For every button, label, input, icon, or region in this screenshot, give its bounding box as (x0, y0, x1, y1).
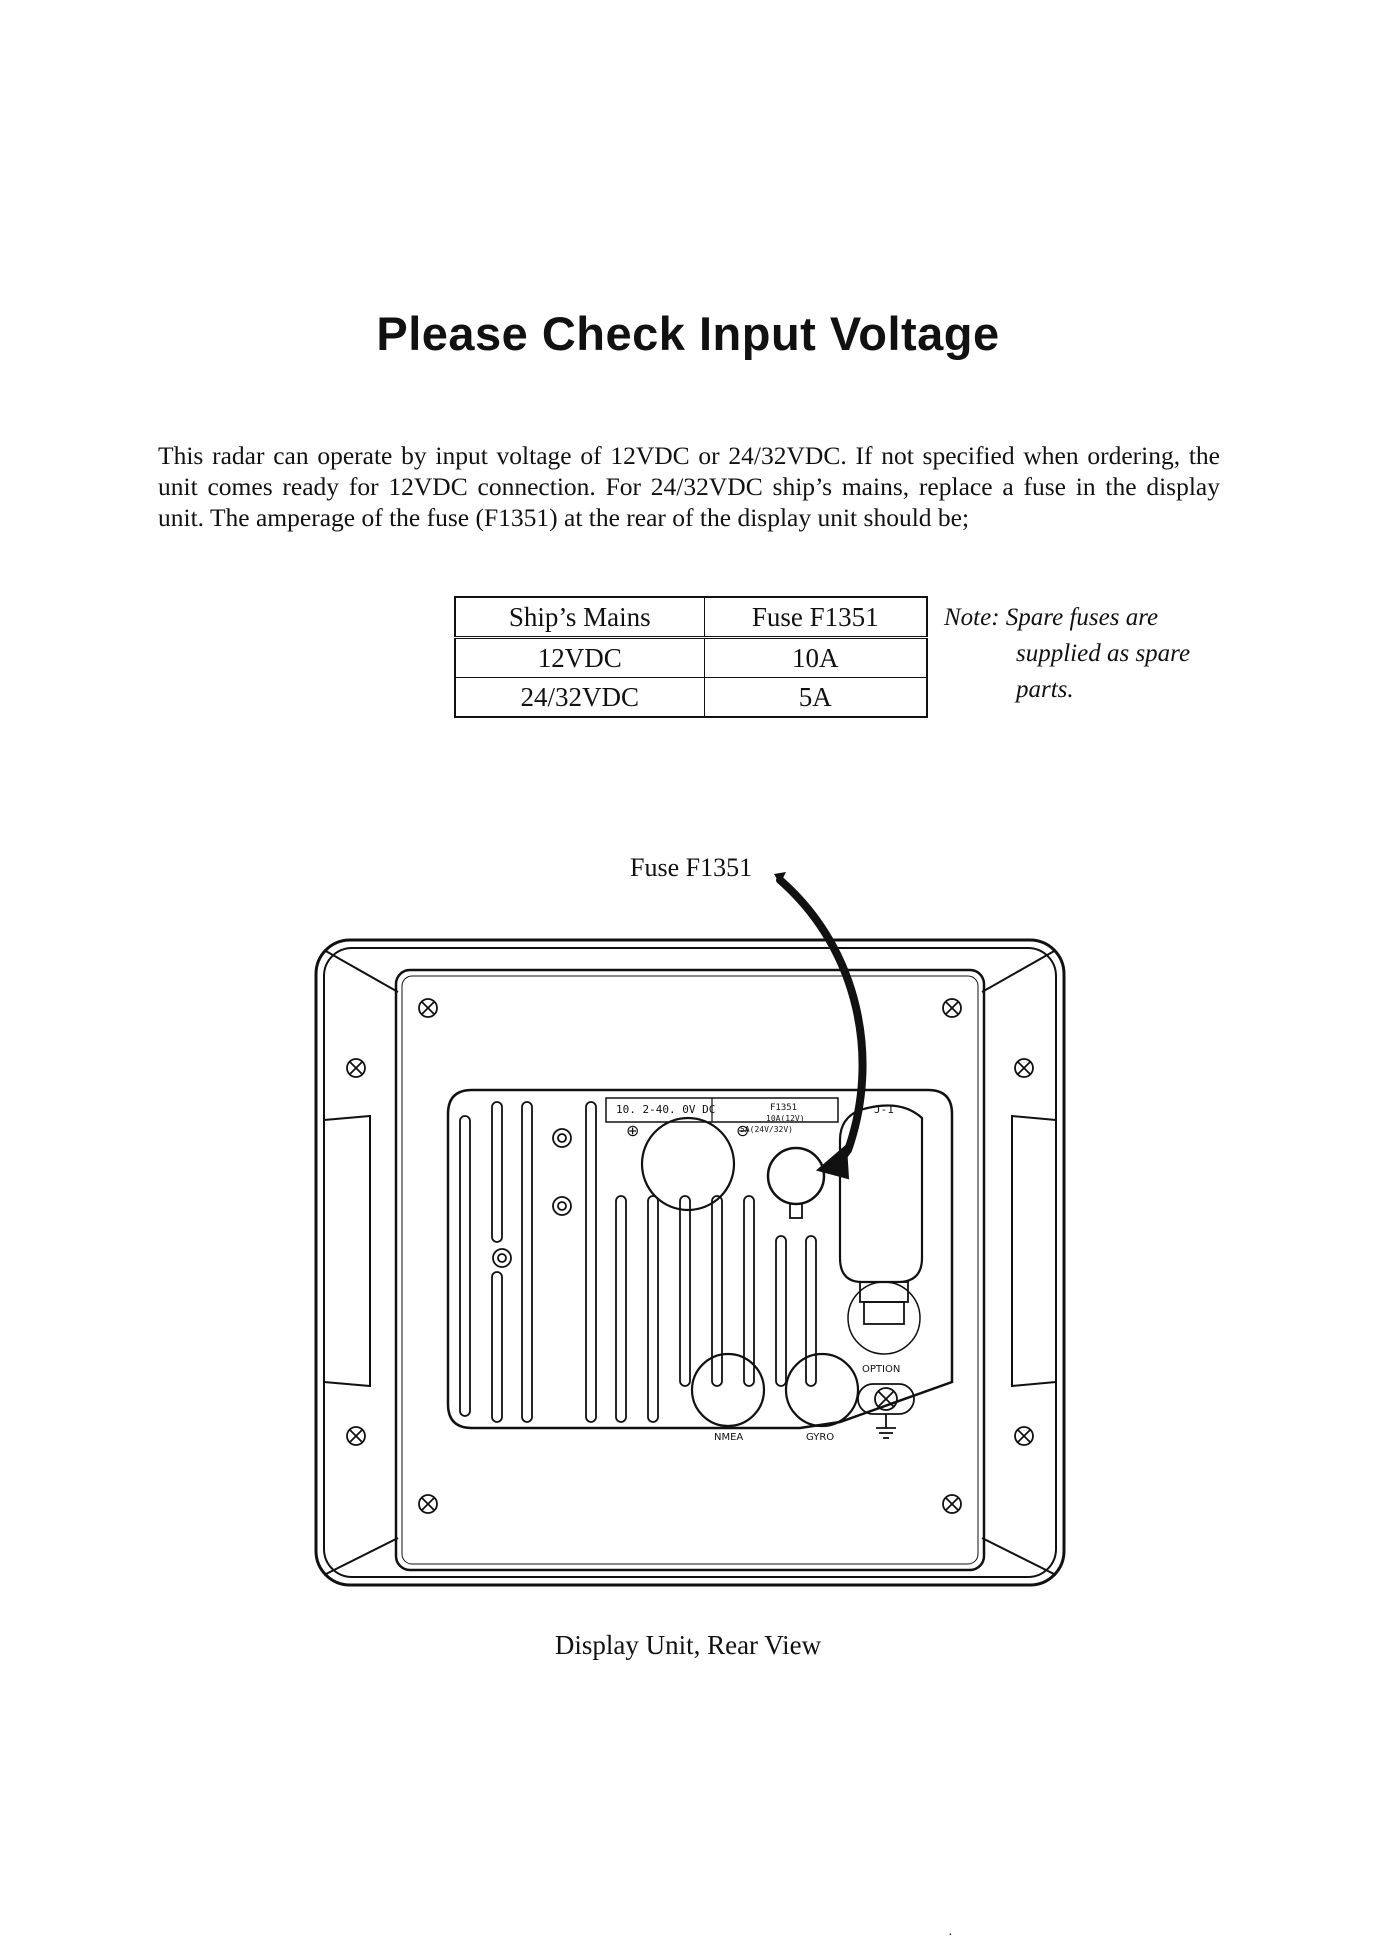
screw-icon (346, 1426, 366, 1446)
power-label: 10. 2-40. 0V DC (616, 1103, 715, 1116)
power-connector (640, 1116, 736, 1212)
figure-caption: Display Unit, Rear View (554, 1630, 822, 1660)
screw-icon (942, 1494, 962, 1514)
callout-fuse: Fuse F1351 (630, 853, 752, 882)
cell-mains: 24/32VDC (454, 677, 705, 718)
svg-text:⊕: ⊕ (626, 1121, 639, 1140)
page-mark: · (948, 1928, 953, 1943)
intro-paragraph: This radar can operate by input voltage … (158, 441, 1220, 532)
rear-plate (394, 968, 986, 1572)
screw-icon (552, 1128, 572, 1148)
cell-mains: 12VDC (454, 637, 705, 678)
fuse-label-3: 5A(24V/32V) (740, 1125, 793, 1134)
note-line-1: Spare fuses are (1005, 604, 1159, 631)
screw-icon (942, 998, 962, 1018)
housing-outer (314, 938, 1066, 1587)
callout-arrow (776, 876, 867, 1170)
table-row: 12VDC 10A (454, 637, 928, 678)
screw-icon (346, 1058, 366, 1078)
screw-icon (552, 1196, 572, 1216)
right-handle (1011, 1114, 1057, 1388)
nmea-label: NMEA (714, 1432, 743, 1443)
gyro-port (784, 1352, 860, 1428)
vent-slots (459, 1101, 817, 1423)
gyro-label: GYRO (806, 1432, 834, 1443)
screw-icon (418, 1494, 438, 1514)
fuse-label-2: 10A(12V) (766, 1114, 805, 1123)
nmea-port (690, 1352, 766, 1428)
svg-text:⊖: ⊖ (736, 1121, 749, 1140)
table-header-row: Ship’s Mains Fuse F1351 (454, 596, 928, 639)
cell-fuse: 5A (703, 677, 928, 718)
option-label: OPTION (862, 1364, 900, 1375)
display-unit-rear-view: 10. 2-40. 0V DC F1351 10A(12V) 5A(24V/32… (314, 853, 1066, 1587)
housing-inner (323, 947, 1057, 1578)
page-title: Please Check Input Voltage (376, 307, 1000, 360)
header-fuse: Fuse F1351 (703, 596, 928, 639)
label-plate (605, 1097, 839, 1123)
note: Note: Spare fuses are supplied as spare … (944, 600, 1224, 708)
fuse-label-1: F1351 (770, 1103, 797, 1113)
left-handle (323, 1114, 371, 1388)
table-row: 24/32VDC 5A (454, 677, 928, 718)
screw-icon (418, 998, 438, 1018)
note-line-3: parts. (1016, 676, 1074, 703)
fuse-holder (766, 1146, 826, 1206)
cell-fuse: 10A (703, 637, 928, 678)
connector-panel (446, 1088, 954, 1430)
screw-icon (492, 1248, 512, 1268)
option-port (847, 1281, 921, 1355)
header-ships-mains: Ship’s Mains (454, 596, 705, 639)
note-line-2: supplied as spare (1016, 640, 1191, 667)
ground-terminal-icon (857, 1383, 915, 1439)
screw-icon (1014, 1426, 1034, 1446)
note-label: Note: (944, 604, 1000, 631)
fuse-table: Ship’s Mains Fuse F1351 12VDC 10A 24/32V… (454, 596, 928, 718)
screw-icon (1014, 1058, 1034, 1078)
